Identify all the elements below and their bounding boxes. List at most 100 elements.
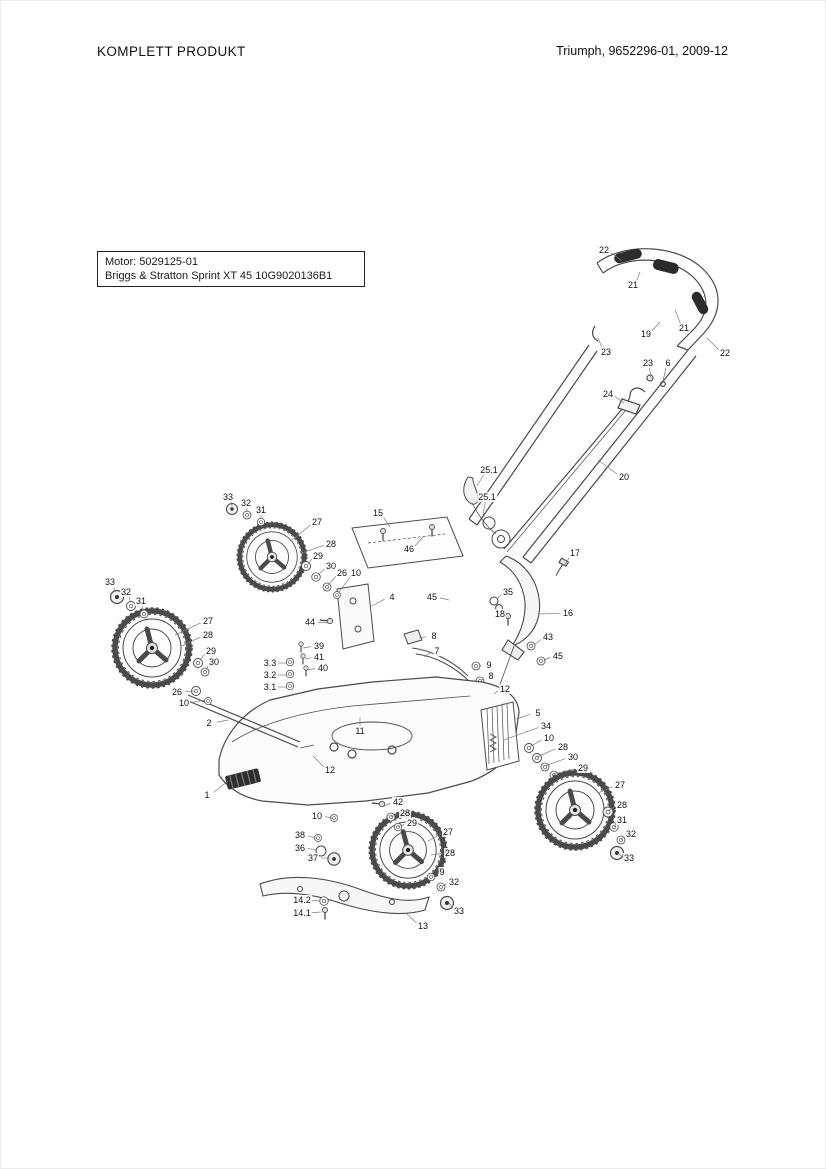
part-label-23: 23	[641, 358, 655, 368]
part-label-39: 39	[312, 641, 326, 651]
leader-line-1	[213, 780, 229, 793]
part-label-43: 43	[541, 632, 555, 642]
part-label-27: 27	[201, 616, 215, 626]
part-label-3.3: 3.3	[262, 658, 278, 668]
part-label-24: 24	[601, 389, 615, 399]
leader-line-19	[651, 321, 661, 331]
adjuster-plate	[480, 701, 559, 780]
mower-deck	[185, 676, 520, 806]
part-label-25.1: 25.1	[477, 492, 497, 502]
part-label-9: 9	[438, 867, 446, 877]
leader-line-45	[543, 657, 551, 661]
leader-line-28	[181, 636, 201, 647]
part-label-33: 33	[622, 853, 636, 863]
leader-line-25.1	[476, 473, 485, 487]
page-title: KOMPLETT PRODUKT	[97, 44, 246, 59]
leader-line-34	[503, 727, 539, 741]
part-label-30: 30	[566, 752, 580, 762]
leader-line-30	[205, 665, 209, 671]
leader-line-9	[478, 665, 482, 668]
part-label-45: 45	[425, 592, 439, 602]
leader-line-29	[397, 824, 405, 828]
part-label-31: 31	[134, 596, 148, 606]
part-label-42: 42	[391, 797, 405, 807]
document-ref: Triumph, 9652296-01, 2009-12	[556, 44, 728, 58]
leader-line-13	[406, 913, 417, 924]
cutting-blade	[259, 876, 430, 921]
part-label-32: 32	[447, 877, 461, 887]
leader-line-33	[230, 501, 233, 507]
leader-line-28	[390, 814, 398, 818]
leader-line-30	[317, 568, 325, 576]
part-label-5: 5	[534, 708, 542, 718]
leader-line-27	[174, 622, 201, 636]
leader-line-41	[304, 657, 312, 660]
leader-line-23	[649, 367, 652, 380]
leader-line-40	[306, 668, 316, 671]
leader-lines	[113, 252, 720, 924]
leader-line-33	[616, 852, 622, 857]
leader-line-5	[515, 713, 531, 720]
leader-line-38	[307, 835, 317, 839]
part-label-28: 28	[556, 742, 570, 752]
part-label-28: 28	[398, 808, 412, 818]
leader-line-27	[291, 524, 311, 541]
leader-line-20	[597, 459, 618, 475]
part-label-4: 4	[388, 592, 396, 602]
part-label-44: 44	[303, 617, 317, 627]
leader-line-8	[418, 636, 427, 639]
part-label-27: 27	[613, 780, 627, 790]
part-label-15: 15	[371, 508, 385, 518]
leader-line-7	[423, 652, 430, 658]
leader-line-27	[427, 833, 441, 842]
part-label-8: 8	[487, 671, 495, 681]
leader-line-29	[307, 558, 313, 565]
part-label-32: 32	[119, 587, 133, 597]
part-label-12: 12	[323, 765, 337, 775]
part-label-6: 6	[664, 358, 672, 368]
leader-line-10	[324, 816, 333, 819]
leader-line-29	[199, 653, 206, 661]
leader-line-15	[382, 516, 391, 528]
part-label-14.1: 14.1	[292, 908, 312, 918]
leader-line-21	[636, 271, 641, 281]
part-label-23: 23	[599, 347, 613, 357]
throttle-lever	[463, 476, 511, 549]
leader-line-4	[371, 598, 385, 607]
part-label-29: 29	[311, 551, 325, 561]
part-label-18: 18	[493, 609, 507, 619]
leader-line-39	[302, 646, 312, 649]
leader-line-35	[496, 594, 502, 600]
part-label-37: 37	[306, 853, 320, 863]
side-bracket	[285, 583, 375, 691]
part-label-35: 35	[501, 587, 515, 597]
part-label-10: 10	[349, 568, 363, 578]
leader-line-45	[439, 597, 450, 601]
part-label-16: 16	[561, 608, 575, 618]
part-label-9: 9	[485, 660, 493, 670]
deck-grille	[225, 768, 261, 790]
part-label-22: 22	[597, 245, 611, 255]
part-label-3.2: 3.2	[262, 670, 278, 680]
part-label-8: 8	[430, 631, 438, 641]
part-label-17: 17	[568, 548, 582, 558]
part-label-26: 26	[170, 687, 184, 697]
leader-line-14.1	[309, 911, 322, 914]
leader-line-29	[553, 768, 576, 775]
handle-grips	[614, 248, 709, 315]
part-label-40: 40	[316, 663, 330, 673]
leader-line-42	[383, 803, 391, 807]
leader-line-12	[312, 755, 325, 768]
leader-line-44	[317, 621, 329, 624]
leader-line-36	[307, 848, 318, 851]
part-label-30: 30	[324, 561, 338, 571]
leader-line-28	[430, 853, 443, 856]
part-label-28: 28	[324, 539, 338, 549]
part-label-29: 29	[405, 818, 419, 828]
part-label-31: 31	[254, 505, 268, 515]
part-label-27: 27	[441, 827, 455, 837]
leader-line-30	[544, 758, 566, 767]
leader-line-46	[414, 535, 425, 546]
